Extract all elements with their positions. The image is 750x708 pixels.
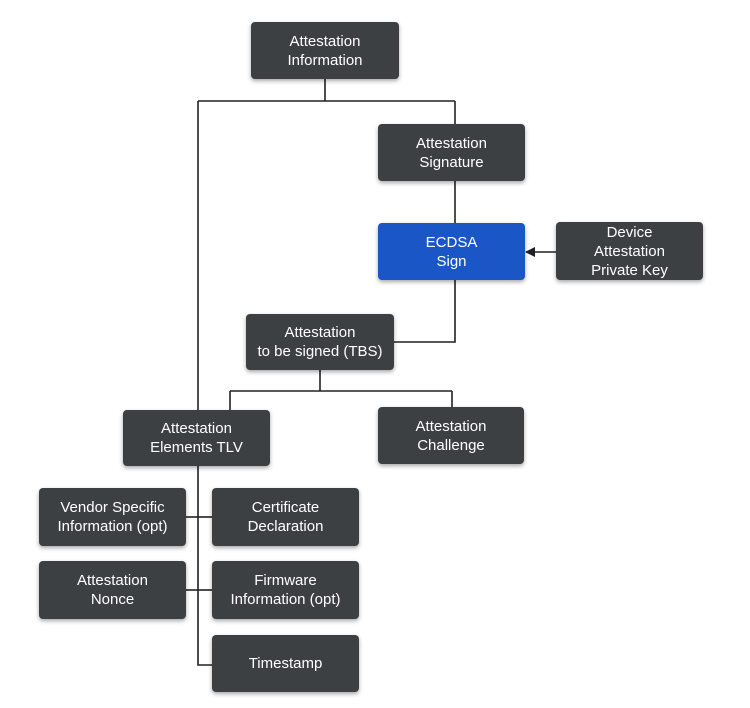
node-attestation-challenge: Attestation Challenge: [378, 407, 524, 464]
connector-elements-trunk: [197, 466, 212, 666]
node-timestamp: Timestamp: [212, 635, 359, 692]
node-vendor-specific-information: Vendor Specific Information (opt): [39, 488, 186, 546]
node-device-attestation-private-key: Device Attestation Private Key: [556, 222, 703, 280]
node-attestation-information: Attestation Information: [251, 22, 399, 79]
node-certificate-declaration: Certificate Declaration: [212, 488, 359, 546]
node-firmware-information: Firmware Information (opt): [212, 561, 359, 619]
node-ecdsa-sign: ECDSA Sign: [378, 223, 525, 280]
connector-ecdsa-to-tbs: [394, 280, 456, 343]
node-attestation-elements-tlv: Attestation Elements TLV: [123, 410, 270, 466]
node-attestation-tbs: Attestation to be signed (TBS): [246, 314, 394, 370]
node-attestation-nonce: Attestation Nonce: [39, 561, 186, 619]
node-attestation-signature: Attestation Signature: [378, 124, 525, 181]
